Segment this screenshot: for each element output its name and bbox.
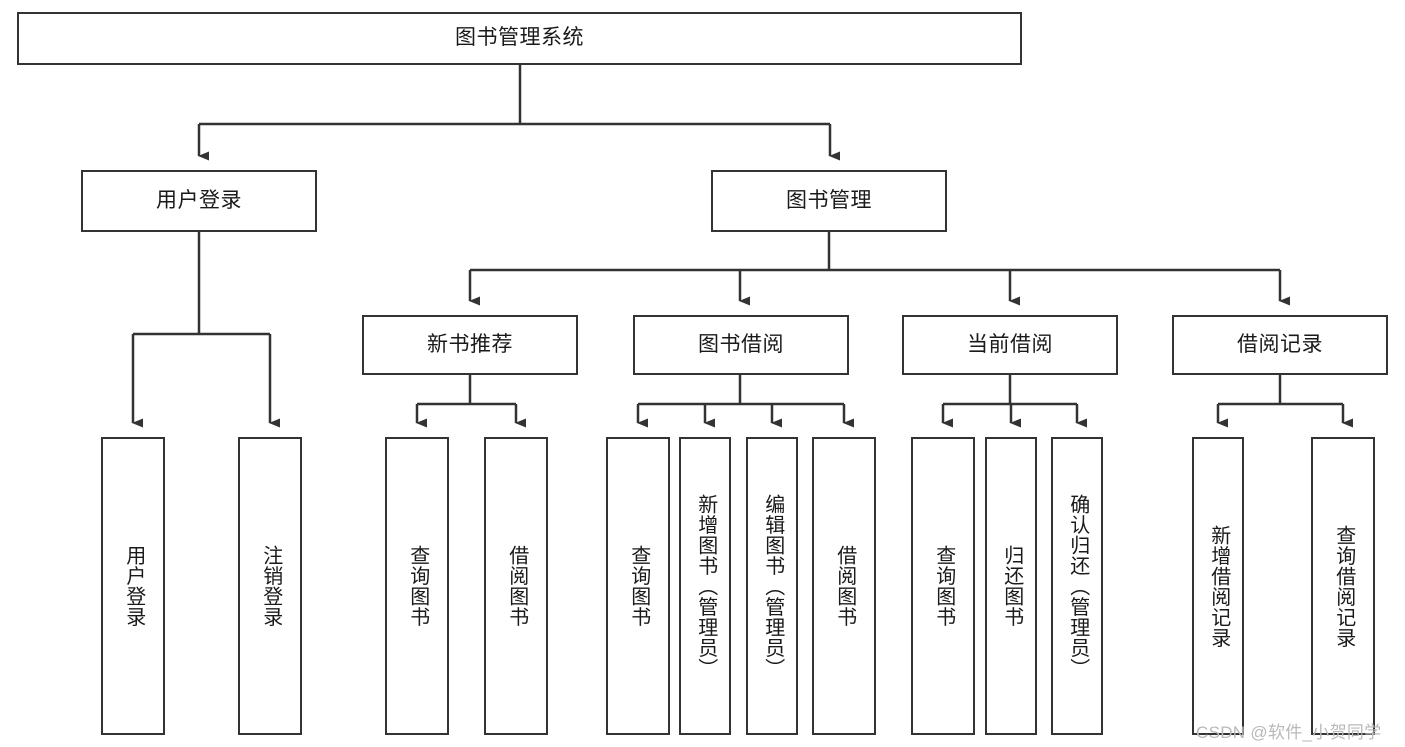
node-label: 借阅图书 <box>505 545 528 627</box>
node-leaf-query-book-recommend[interactable]: 查询图书 <box>385 437 449 735</box>
node-leaf-user-logout[interactable]: 注销登录 <box>238 437 302 735</box>
node-label: 查询借阅记录 <box>1332 524 1355 648</box>
node-label: 借阅记录 <box>1237 332 1323 356</box>
connector-bookmanage-to-level3 <box>468 232 1290 306</box>
node-label: 新增图书（管理员） <box>694 493 717 679</box>
node-leaf-confirm-return-admin[interactable]: 确认归还（管理员） <box>1051 437 1103 735</box>
node-root-system[interactable]: 图书管理系统 <box>17 12 1022 65</box>
node-current-borrow[interactable]: 当前借阅 <box>902 315 1118 375</box>
node-leaf-return-book[interactable]: 归还图书 <box>985 437 1037 735</box>
node-new-book-recommend[interactable]: 新书推荐 <box>362 315 578 375</box>
node-label: 用户登录 <box>156 188 242 212</box>
node-label: 用户登录 <box>122 545 145 627</box>
node-label: 图书管理系统 <box>455 26 584 50</box>
node-label: 注销登录 <box>259 545 282 627</box>
node-leaf-borrow-book[interactable]: 借阅图书 <box>812 437 876 735</box>
node-label: 图书管理 <box>786 188 872 212</box>
node-label: 编辑图书（管理员） <box>761 493 784 679</box>
node-label: 确认归还（管理员） <box>1066 493 1089 679</box>
connector-borrowrecord-to-leaves <box>1216 375 1353 428</box>
node-leaf-borrow-book-recommend[interactable]: 借阅图书 <box>484 437 548 735</box>
connector-bookborrow-to-leaves <box>636 375 854 428</box>
node-leaf-edit-book-admin[interactable]: 编辑图书（管理员） <box>746 437 798 735</box>
node-label: 新书推荐 <box>427 332 513 356</box>
node-label: 新增借阅记录 <box>1207 524 1230 648</box>
node-leaf-add-borrow-record[interactable]: 新增借阅记录 <box>1192 437 1244 735</box>
node-book-borrow[interactable]: 图书借阅 <box>633 315 849 375</box>
node-label: 借阅图书 <box>833 545 856 627</box>
node-leaf-add-book-admin[interactable]: 新增图书（管理员） <box>679 437 731 735</box>
node-label: 查询图书 <box>406 545 429 627</box>
connector-userlogin-to-leaves <box>131 232 280 428</box>
node-label: 归还图书 <box>1000 545 1023 627</box>
node-label: 当前借阅 <box>967 332 1053 356</box>
csdn-watermark: CSDN @软件_小贺同学 <box>1196 723 1382 742</box>
node-label: 查询图书 <box>627 545 650 627</box>
node-leaf-query-borrow-record[interactable]: 查询借阅记录 <box>1311 437 1375 735</box>
node-book-manage[interactable]: 图书管理 <box>711 170 947 232</box>
connector-root-to-level2 <box>197 65 840 161</box>
connector-newbook-to-leaves <box>415 375 526 428</box>
node-label: 图书借阅 <box>698 332 784 356</box>
node-label: 查询图书 <box>932 545 955 627</box>
node-leaf-user-login[interactable]: 用户登录 <box>101 437 165 735</box>
node-leaf-query-book-current[interactable]: 查询图书 <box>911 437 975 735</box>
node-borrow-record[interactable]: 借阅记录 <box>1172 315 1388 375</box>
connector-currentborrow-to-leaves <box>941 375 1087 428</box>
node-leaf-query-book-borrow[interactable]: 查询图书 <box>606 437 670 735</box>
node-user-login[interactable]: 用户登录 <box>81 170 317 232</box>
